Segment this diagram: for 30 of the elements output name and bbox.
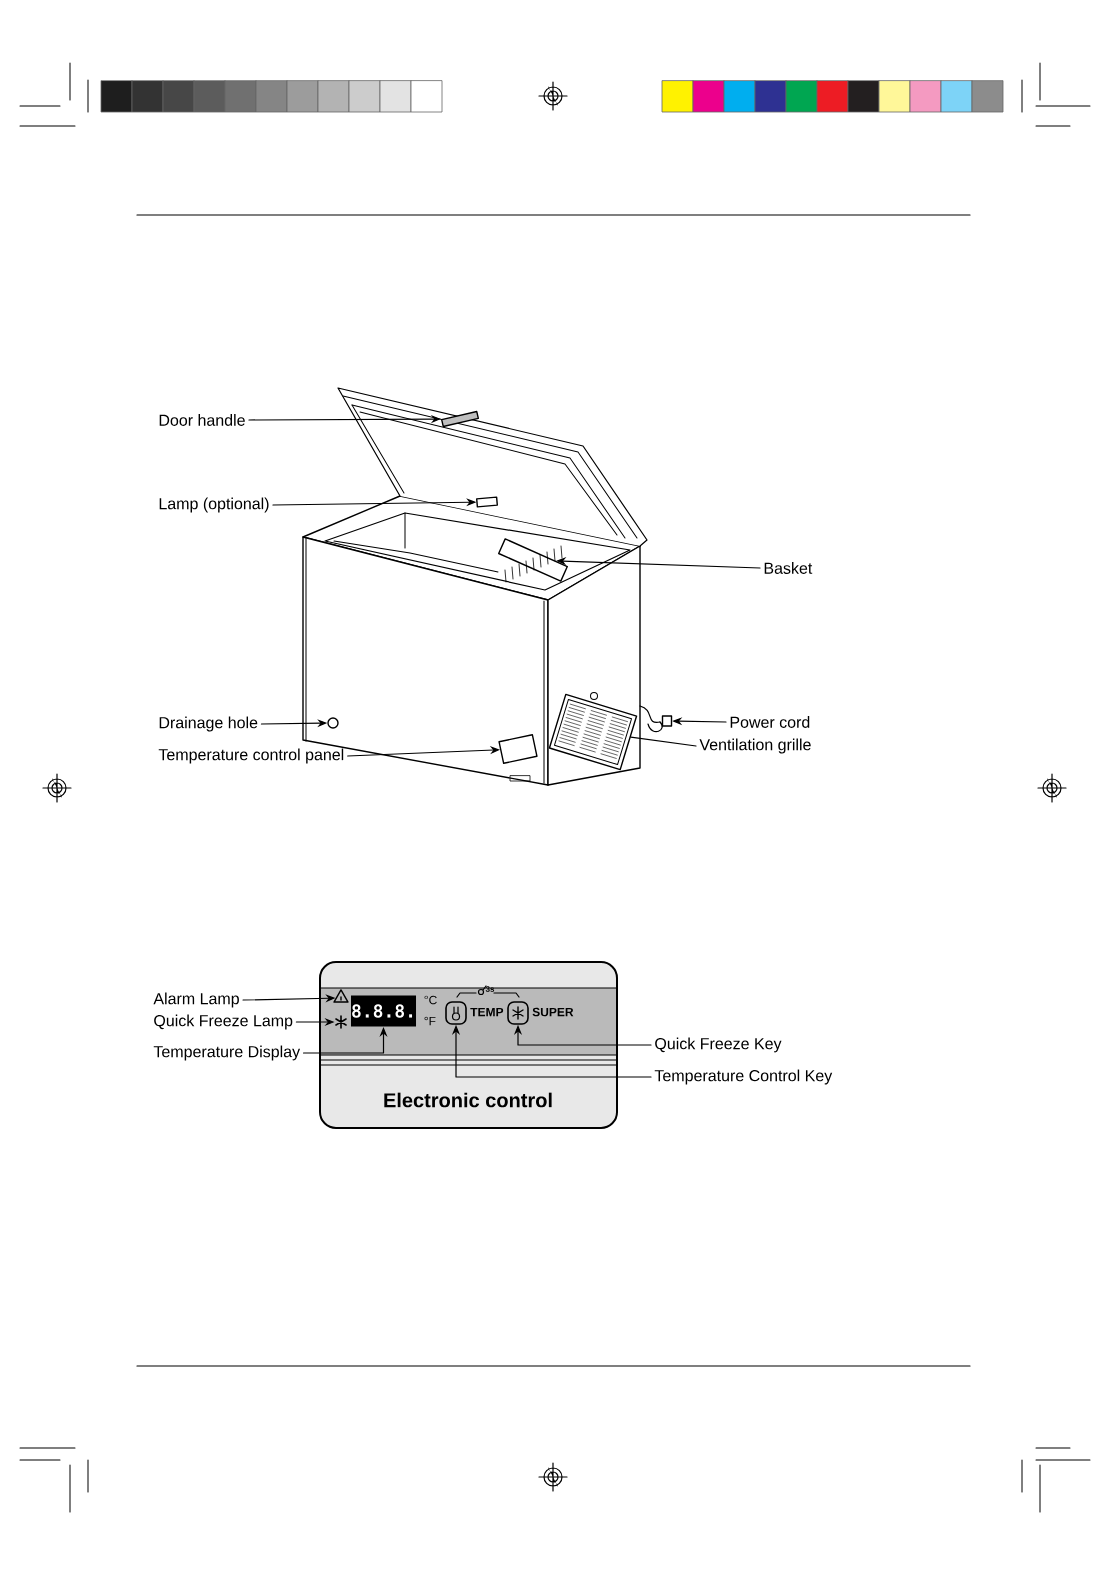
part-label: Temperature control panel bbox=[158, 748, 344, 764]
part-label: Ventilation grille bbox=[699, 738, 811, 754]
warning-icon bbox=[333, 989, 349, 1003]
part-label: Temperature Display bbox=[153, 1045, 301, 1061]
key-label: SUPER bbox=[532, 1007, 574, 1017]
control-panel-cover bbox=[498, 734, 538, 764]
door-handle bbox=[441, 410, 480, 428]
snowflake-icon bbox=[335, 1015, 347, 1029]
part-label: Door handle bbox=[159, 414, 245, 426]
part-label: Lamp (optional) bbox=[159, 497, 269, 513]
drainage-hole bbox=[327, 717, 339, 729]
thermometer-key bbox=[445, 1001, 467, 1025]
unit-label: °F bbox=[424, 1016, 436, 1026]
part-label: Basket bbox=[764, 562, 813, 574]
part-label: Power cord bbox=[730, 716, 810, 728]
plug bbox=[661, 715, 673, 727]
basket bbox=[498, 538, 569, 583]
part-label: Drainage hole bbox=[159, 716, 258, 732]
lamp bbox=[476, 496, 498, 508]
part-label: Quick Freeze Key bbox=[655, 1037, 782, 1053]
snowflake-key bbox=[507, 1001, 529, 1025]
hold-time-label: 3s bbox=[485, 986, 495, 992]
leader-line bbox=[630, 736, 697, 747]
digital-display: 8.8.8. bbox=[351, 995, 416, 1027]
part-label: Alarm Lamp bbox=[153, 992, 239, 1008]
unit-label: °C bbox=[424, 995, 437, 1005]
part-label: Quick Freeze Lamp bbox=[154, 1014, 293, 1030]
key-label: TEMP bbox=[470, 1007, 504, 1017]
part-label: Temperature Control Key bbox=[654, 1069, 833, 1085]
ventilation-grille bbox=[548, 693, 638, 771]
